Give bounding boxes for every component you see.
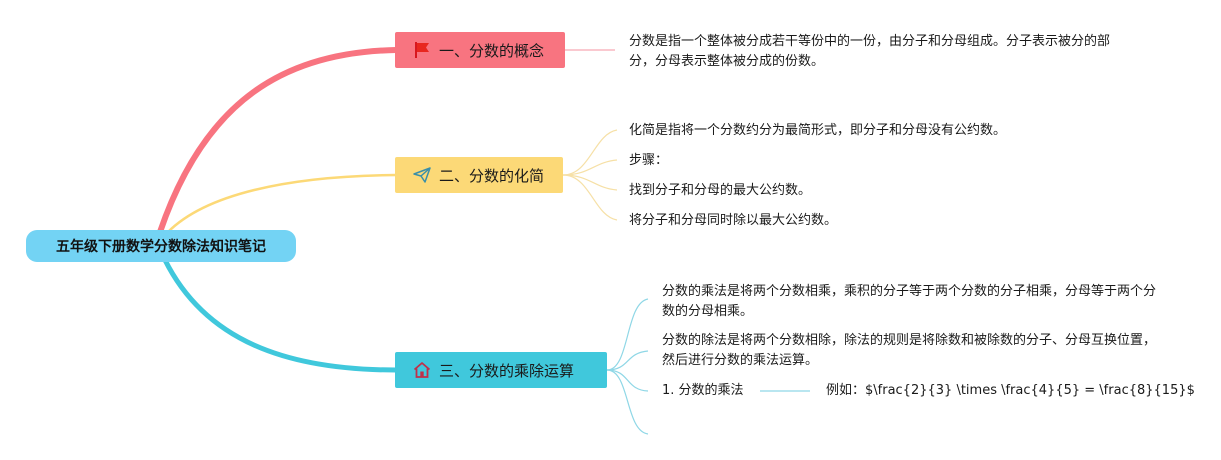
branch-fraction-mul-div[interactable]: 三、分数的乘除运算 [395, 352, 607, 388]
leaf-text: 化简是指将一个分数约分为最简形式，即分子和分母没有公约数。 [629, 123, 1007, 138]
edge-root-branch-2 [167, 173, 397, 233]
branch-label: 二、分数的化简 [439, 166, 545, 185]
leaf-multiplication-example[interactable]: 例如：$\frac{2}{3} \times \frac{4}{5} = \fr… [826, 381, 1195, 401]
branch-fraction-concept[interactable]: 一、分数的概念 [395, 32, 565, 68]
leaf-text: 例如：$\frac{2}{3} \times \frac{4}{5} = \fr… [826, 383, 1195, 398]
leaf-simplify-definition[interactable]: 化简是指将一个分数约分为最简形式，即分子和分母没有公约数。 [629, 121, 1006, 141]
leaf-text: 找到分子和分母的最大公约数。 [629, 183, 812, 198]
flag-icon [411, 39, 433, 61]
leaf-simplify-steps[interactable]: 步骤： [629, 151, 668, 171]
leaf-text: 将分子和分母同时除以最大公约数。 [629, 213, 838, 228]
leaf-simplify-step-1[interactable]: 找到分子和分母的最大公约数。 [629, 181, 811, 201]
root-topic[interactable]: 五年级下册数学分数除法知识笔记 [26, 230, 296, 262]
leaf-concept-definition[interactable]: 分数是指一个整体被分成若干等份中的一份，由分子和分母组成。分子表示被分的部分，分… [629, 32, 1129, 72]
leaf-text: 分数是指一个整体被分成若干等份中的一份，由分子和分母组成。分子表示被分的部分，分… [629, 34, 1111, 69]
leaf-multiplication-rule[interactable]: 分数的乘法是将两个分数相乘，乘积的分子等于两个分数的分子相乘，分母等于两个分数的… [662, 282, 1157, 322]
edge-root-branch-3 [162, 257, 399, 373]
leaf-simplify-step-2[interactable]: 将分子和分母同时除以最大公约数。 [629, 211, 837, 231]
leaf-text: 1. 分数的乘法 [662, 383, 744, 398]
root-topic-label: 五年级下册数学分数除法知识笔记 [56, 239, 266, 255]
leaf-text: 分数的除法是将两个分数相除，除法的规则是将除数和被除数的分子、分母互换位置，然后… [662, 333, 1157, 368]
edge-root-branch-1 [157, 47, 399, 235]
paper-plane-icon [411, 164, 433, 186]
branch-label: 一、分数的概念 [439, 41, 545, 60]
home-icon [411, 359, 433, 381]
leaf-multiplication-heading[interactable]: 1. 分数的乘法 [662, 381, 744, 401]
branch-fraction-simplify[interactable]: 二、分数的化简 [395, 157, 563, 193]
edge-branch-2-leaves [562, 129, 618, 221]
edge-branch-3-leaves [606, 298, 649, 435]
branch-label: 三、分数的乘除运算 [439, 361, 575, 380]
leaf-division-rule[interactable]: 分数的除法是将两个分数相除，除法的规则是将除数和被除数的分子、分母互换位置，然后… [662, 331, 1157, 371]
leaf-text: 分数的乘法是将两个分数相乘，乘积的分子等于两个分数的分子相乘，分母等于两个分数的… [662, 284, 1157, 319]
leaf-text: 步骤： [629, 153, 669, 168]
